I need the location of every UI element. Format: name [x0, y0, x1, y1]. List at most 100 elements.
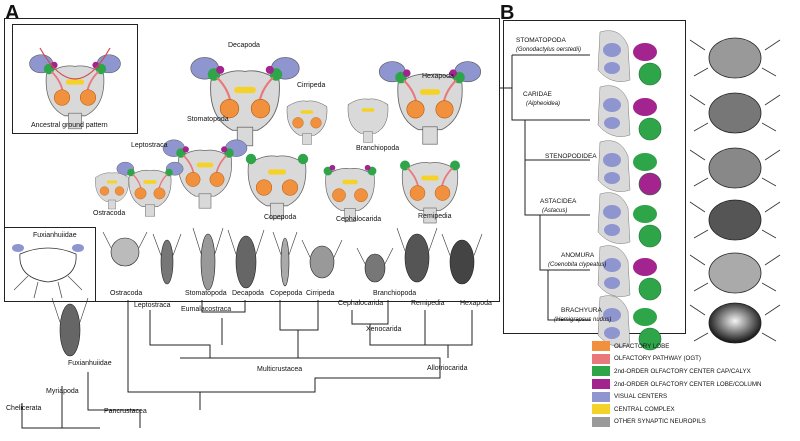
fuxian-head [19, 247, 77, 283]
b-visual-center [603, 98, 621, 112]
central-complex [300, 110, 314, 114]
nerve-cord [344, 208, 356, 222]
b-animal-legs [689, 39, 781, 77]
hexapoda-figure [441, 233, 483, 285]
tree-branch [87, 372, 141, 428]
legend-swatch [592, 366, 610, 377]
central-complex [419, 89, 441, 95]
tree-label-xenocarida: Xenocarida [366, 326, 402, 333]
remipedia-figure-limbs [396, 227, 438, 251]
panel-b-frame [503, 20, 686, 334]
b-animal-legs [689, 94, 781, 132]
brain-body [347, 98, 389, 134]
column-right [449, 69, 457, 77]
nerve-cord [108, 199, 116, 210]
brain-label-cephalocarida: Cephalocarida [336, 216, 382, 223]
olfactory-lobe-right [209, 171, 225, 187]
tree-label-cephalocarida: Cephalocarida [338, 300, 384, 307]
legend-item-olfactory-pathway: OLFACTORY PATHWAY (OGT) [592, 353, 792, 366]
b-group-5: BRACHYURA [561, 307, 602, 314]
panel-b-row-0 [597, 30, 781, 86]
b-animal-figure [708, 92, 762, 134]
olfactory-lobe-left [332, 188, 346, 203]
brain-glyph [286, 100, 328, 145]
olfactory-lobe-left [99, 186, 110, 196]
b-animal-legs [689, 304, 781, 342]
decapoda-figure-limbs [227, 229, 265, 255]
b-olfactory-center-a [633, 308, 657, 326]
nerve-cord [145, 204, 155, 217]
b-group-0: STOMATOPODA [516, 37, 566, 44]
tree-label-copepoda: Copepoda [270, 290, 303, 297]
legend-swatch [592, 353, 610, 364]
cirripeda-figure-body [309, 245, 335, 279]
branchiopoda-figure-body [364, 253, 386, 283]
olfactory-lobe-right [434, 185, 451, 201]
b-visual-center [603, 205, 621, 219]
tree-branch [180, 357, 441, 393]
stomatopoda-figure [192, 227, 224, 291]
brain-body [401, 162, 459, 211]
fuxianhuiidae-figure [51, 297, 89, 357]
b-olfactory-center-b [638, 62, 662, 86]
legend-item-visual-centers: VISUAL CENTERS [592, 390, 792, 403]
column-left [182, 146, 189, 153]
column-right [221, 146, 228, 153]
legend-swatch [592, 341, 610, 352]
b-olfactory-center-b [638, 327, 662, 351]
panel-b-row-3 [597, 192, 781, 248]
b-species-1: (Alpheoidea) [526, 101, 561, 107]
b-visual-center-2 [604, 277, 620, 289]
olfactory-lobe-left [134, 187, 147, 200]
tree-label-remipedia: Remipedia [411, 300, 445, 307]
b-species-3: (Astacus) [542, 208, 568, 214]
panel-b-row-1 [597, 85, 781, 141]
b-olfactory-center-b [638, 224, 662, 248]
copepoda-figure [272, 231, 298, 287]
olfactory-lobe-right [281, 179, 299, 196]
brain-label-ostracoda: Ostracoda [93, 210, 126, 217]
tree-branch [201, 300, 246, 313]
tree-label-chelicerata: Chelicerata [6, 405, 42, 412]
brain-body [325, 168, 375, 211]
branchiopoda-figure [356, 247, 394, 283]
tree-label-hexapoda: Hexapoda [460, 300, 492, 307]
panel-label-b: B [500, 2, 515, 24]
leptostraca-figure-limbs [152, 233, 182, 256]
panel-b-branch [524, 160, 540, 216]
tree-label-allotriocarida: Allotriocarida [427, 365, 468, 372]
tree-label-multicrustacea: Multicrustacea [257, 366, 303, 373]
central-complex [65, 79, 85, 85]
olfactory-lobe-left [406, 100, 425, 119]
b-olfactory-center-a [633, 43, 657, 61]
nerve-cord [198, 193, 212, 209]
panel-b-branch [547, 270, 590, 321]
tree-branch [127, 300, 201, 410]
panel-b-tree [500, 54, 590, 321]
remipedia-figure-body [404, 233, 430, 283]
legend-swatch [592, 404, 610, 415]
b-olfactory-center-a [633, 205, 657, 223]
fuxian-legs [13, 275, 83, 299]
stomatopoda-figure-limbs [192, 227, 224, 254]
b-animal-figure [708, 302, 762, 344]
b-species-0: (Gonodactylus oerstedii) [516, 47, 582, 53]
ostracoda-figure-limbs [102, 231, 148, 248]
b-visual-center-2 [604, 224, 620, 236]
brain-body [177, 149, 233, 197]
olfactory-lobe-left [185, 171, 201, 187]
leptostraca-figure [152, 233, 182, 285]
nerve-cord [302, 133, 312, 145]
ancestral-pathway [39, 47, 111, 80]
brain-glyph [162, 139, 248, 209]
b-olfactory-center-b [638, 172, 662, 196]
brain-label-stomatopoda: Stomatopoda [187, 116, 229, 123]
olfactory-lobe-right [250, 98, 271, 119]
legend-swatch [592, 391, 610, 402]
column-right [364, 164, 371, 171]
central-complex [106, 180, 118, 184]
brain-label-branchiopoda: Branchiopoda [356, 145, 400, 152]
olfactory-lobe-right [114, 186, 125, 196]
brain-glyph [347, 98, 389, 143]
b-animal-figure [708, 147, 762, 189]
